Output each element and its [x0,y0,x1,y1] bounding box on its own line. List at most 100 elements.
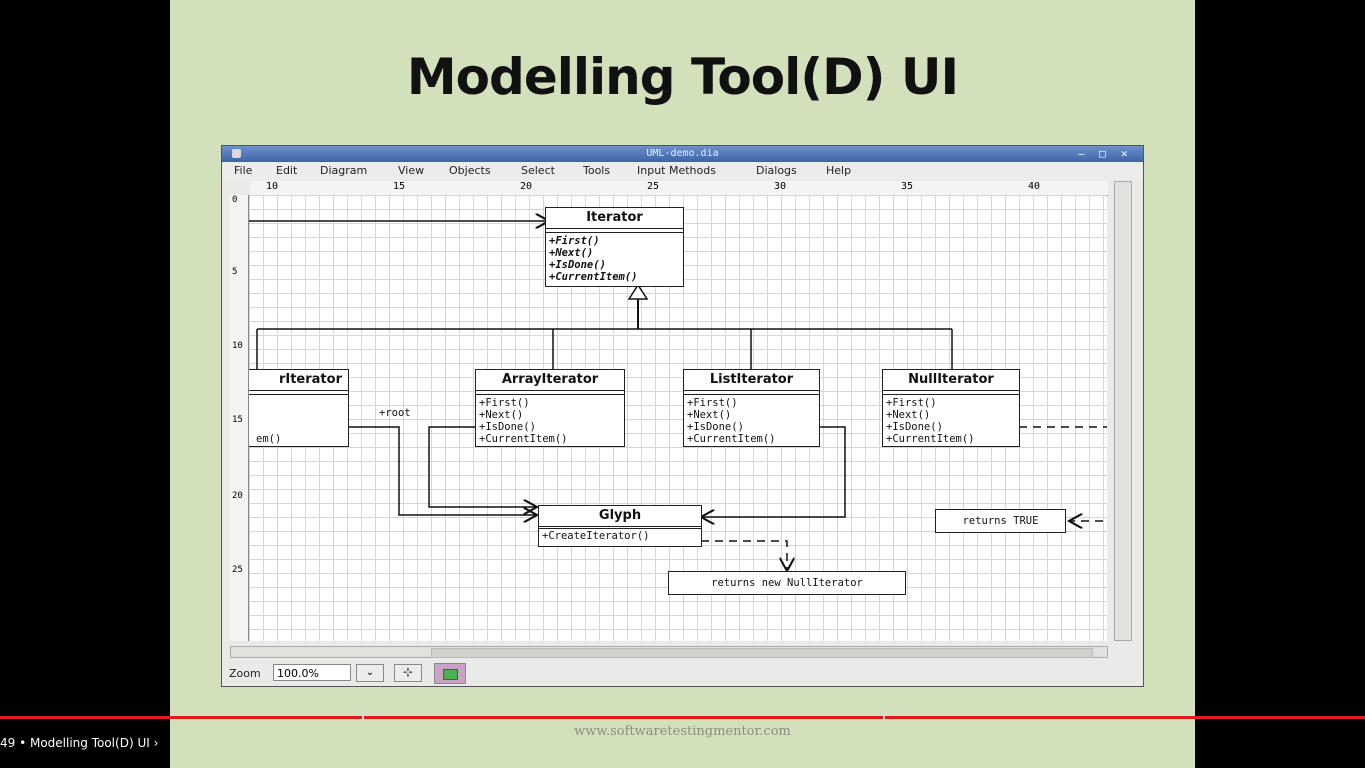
zoom-label: Zoom [229,667,261,680]
slide-title: Modelling Tool(D) UI [406,48,959,106]
ruler-label: 25 [647,181,660,192]
menu-select[interactable]: Select [521,164,555,177]
horizontal-ruler: 10 15 20 25 30 35 40 [250,181,1108,196]
ruler-label: 5 [232,267,238,277]
class-tree-iterator[interactable]: rIterator em() [249,369,349,447]
chapter-title[interactable]: 49 • Modelling Tool(D) UI › [0,736,159,750]
minimize-icon[interactable]: – [1078,147,1085,160]
class-name: ListIterator [684,370,819,391]
dia-window: UML-demo.dia – □ ✕ File Edit Diagram Vie… [221,145,1144,687]
class-null-iterator[interactable]: NullIterator +First() +Next() +IsDone() … [882,369,1020,447]
class-name: rIterator [249,370,348,391]
operation: +Next() [549,247,594,259]
chapter-marker [883,716,885,719]
class-name: ArrayIterator [476,370,624,391]
close-icon[interactable]: ✕ [1121,147,1128,160]
menu-dialogs[interactable]: Dialogs [756,164,797,177]
window-title: UML-demo.dia [646,148,719,159]
menu-file[interactable]: File [234,164,253,177]
operation: +IsDone() [479,421,536,433]
operation [256,409,345,421]
operation: em() [256,433,282,445]
scrollbar-thumb[interactable] [431,648,1093,658]
class-iterator[interactable]: Iterator +First() +Next() +IsDone() +Cur… [545,207,684,287]
operation: +IsDone() [886,421,943,433]
zoom-input[interactable]: 100.0% [273,664,351,681]
ruler-label: 10 [232,341,243,351]
class-name: Iterator [546,208,683,229]
attributes-compartment [883,391,1019,395]
menu-input-methods[interactable]: Input Methods [637,164,716,177]
statusbar: Zoom 100.0% ⌄ ⊹ [222,661,1143,687]
ruler-label: 10 [266,181,279,192]
operations-compartment: +First() +Next() +IsDone() +CurrentItem(… [684,395,819,447]
footer-url: www.softwaretestingmentor.com [574,724,791,739]
operation: +IsDone() [687,421,744,433]
ruler-label: 25 [232,565,243,575]
class-list-iterator[interactable]: ListIterator +First() +Next() +IsDone() … [683,369,820,447]
attributes-compartment [476,391,624,395]
operation: +First() [479,397,530,409]
snap-to-grid-button[interactable]: ⊹ [394,664,422,682]
ruler-label: 20 [520,181,533,192]
chapter-marker [362,716,364,719]
operation: +Next() [886,409,931,421]
class-array-iterator[interactable]: ArrayIterator +First() +Next() +IsDone()… [475,369,625,447]
operation: +Next() [687,409,732,421]
vertical-scrollbar[interactable] [1114,181,1132,641]
operation [256,397,345,409]
grid-snap-icon: ⊹ [402,665,414,679]
operation: +CurrentItem() [479,433,568,445]
ruler-label: 35 [901,181,914,192]
class-name: Glyph [539,506,701,527]
operations-compartment: +First() +Next() +IsDone() +CurrentItem(… [476,395,624,447]
video-progress-bar[interactable] [0,716,1365,719]
operation: +First() [549,235,600,247]
operation: +CurrentItem() [549,271,638,283]
ruler-label: 15 [393,181,406,192]
menubar: File Edit Diagram View Objects Select To… [222,162,1143,180]
operation: +First() [886,397,937,409]
connector-lines [249,195,1107,641]
note-returns-null-iterator[interactable]: returns new NullIterator [668,571,906,595]
ruler-label: 0 [232,195,238,205]
app-icon [232,149,241,158]
horizontal-scrollbar[interactable] [230,646,1108,658]
ruler-label: 40 [1028,181,1041,192]
operation: +First() [687,397,738,409]
ruler-label: 20 [232,491,243,501]
attributes-compartment [539,527,701,529]
chevron-down-icon: ⌄ [365,667,375,678]
menu-view[interactable]: View [398,164,425,177]
operations-compartment: +First() +Next() +IsDone() +CurrentItem(… [883,395,1019,447]
menu-edit[interactable]: Edit [276,164,298,177]
operation: +CurrentItem() [886,433,975,445]
mode-icon [443,669,458,680]
note-returns-true[interactable]: returns TRUE [935,509,1066,533]
ruler-label: 15 [232,415,243,425]
operation: +Next() [479,409,524,421]
ruler-label: 30 [774,181,787,192]
window-titlebar: UML-demo.dia – □ ✕ [222,146,1143,162]
maximize-icon[interactable]: □ [1099,147,1106,160]
operations-compartment: em() [249,395,348,447]
menu-help[interactable]: Help [826,164,852,177]
operation: +IsDone() [549,259,606,271]
menu-tools[interactable]: Tools [583,164,611,177]
diagram-canvas[interactable]: Iterator +First() +Next() +IsDone() +Cur… [249,195,1107,641]
operations-compartment: +First() +Next() +IsDone() +CurrentItem(… [546,233,683,285]
toggle-mode-button[interactable] [434,663,466,684]
attributes-compartment [546,229,683,233]
menu-diagram[interactable]: Diagram [320,164,368,177]
association-role-label: +root [379,407,411,419]
operation: +CurrentItem() [687,433,776,445]
class-name: NullIterator [883,370,1019,391]
class-glyph[interactable]: Glyph +CreateIterator() [538,505,702,547]
attributes-compartment [684,391,819,395]
zoom-dropdown-button[interactable]: ⌄ [356,664,384,682]
menu-objects[interactable]: Objects [449,164,491,177]
operation: +CreateIterator() [542,530,650,542]
operations-compartment: +CreateIterator() [539,529,701,544]
operation [256,421,345,433]
vertical-ruler: 0 5 10 15 20 25 [230,195,249,641]
